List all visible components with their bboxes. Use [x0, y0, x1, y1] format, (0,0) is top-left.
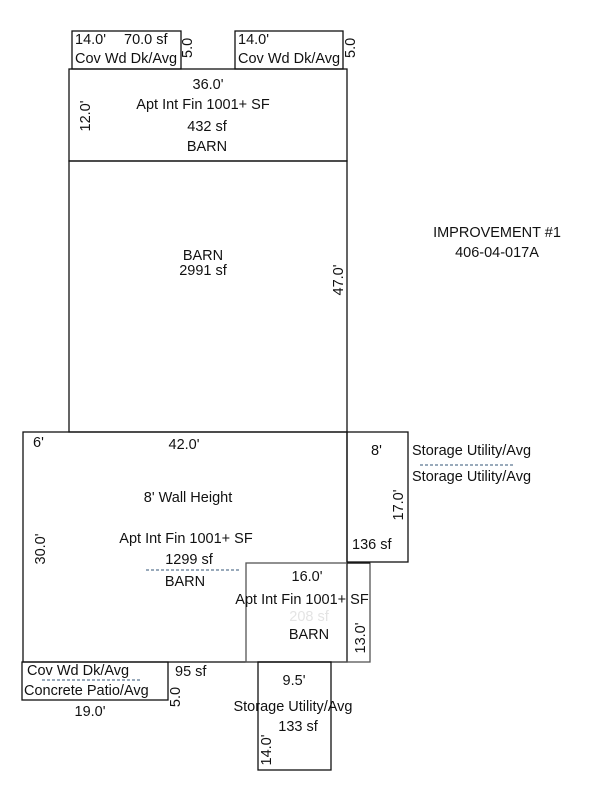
dimension-label: 14.0' — [75, 32, 106, 48]
area-type-label: Apt Int Fin 1001+ SF — [119, 531, 253, 547]
barn-outline — [68, 160, 348, 433]
dimension-label: 36.0' — [193, 77, 224, 93]
area-type-label: Concrete Patio/Avg — [24, 683, 149, 699]
dimension-label: 42.0' — [169, 437, 200, 453]
area-label: 1299 sf — [165, 552, 214, 568]
area-label: 2991 sf — [179, 263, 228, 279]
area-type-label: Storage Utility/Avg — [233, 699, 352, 715]
dimension-label: 6' — [33, 435, 44, 451]
area-label: 70.0 sf — [124, 32, 168, 48]
section-label: BARN — [165, 574, 205, 590]
wall-height-label: 8' Wall Height — [144, 490, 232, 506]
area-type-label: Cov Wd Dk/Avg — [238, 51, 340, 67]
area-label: 133 sf — [278, 719, 318, 735]
dimension-label: 8' — [371, 443, 382, 459]
dimension-label: 5.0 — [343, 38, 359, 58]
area-type-label: Apt Int Fin 1001+ SF — [235, 592, 369, 608]
storage-bottom-outline — [257, 661, 332, 771]
dimension-label: 13.0' — [353, 622, 369, 653]
area-label: 208 sf — [289, 609, 329, 625]
section-label: BARN — [187, 139, 227, 155]
section-label: BARN — [289, 627, 329, 643]
improvement-title: IMPROVEMENT #1 — [433, 225, 561, 241]
area-type-label: Cov Wd Dk/Avg — [75, 51, 177, 67]
dimension-label: 9.5' — [283, 673, 306, 689]
area-type-label: Cov Wd Dk/Avg — [27, 663, 129, 679]
dimension-label: 14.0' — [259, 734, 275, 765]
area-label: 95 sf — [175, 664, 207, 680]
dimension-label: 5.0 — [168, 687, 184, 707]
dimension-label: 16.0' — [292, 569, 323, 585]
area-label: 136 sf — [352, 537, 392, 553]
area-type-label: Apt Int Fin 1001+ SF — [136, 97, 270, 113]
storage-right-outline — [346, 431, 409, 563]
area-type-label: Storage Utility/Avg — [412, 469, 531, 485]
dimension-label: 5.0 — [180, 38, 196, 58]
section-label: BARN — [183, 248, 223, 264]
dimension-label: 12.0' — [78, 100, 94, 131]
dimension-label: 19.0' — [75, 704, 106, 720]
dimension-label: 30.0' — [33, 533, 49, 564]
area-type-label: Storage Utility/Avg — [412, 443, 531, 459]
patio-outline — [21, 661, 169, 701]
area-label: 432 sf — [187, 119, 227, 135]
dimension-label: 17.0' — [391, 489, 407, 520]
parcel-id: 406-04-017A — [455, 245, 539, 261]
dimension-label: 47.0' — [331, 264, 347, 295]
dimension-label: 14.0' — [238, 32, 269, 48]
